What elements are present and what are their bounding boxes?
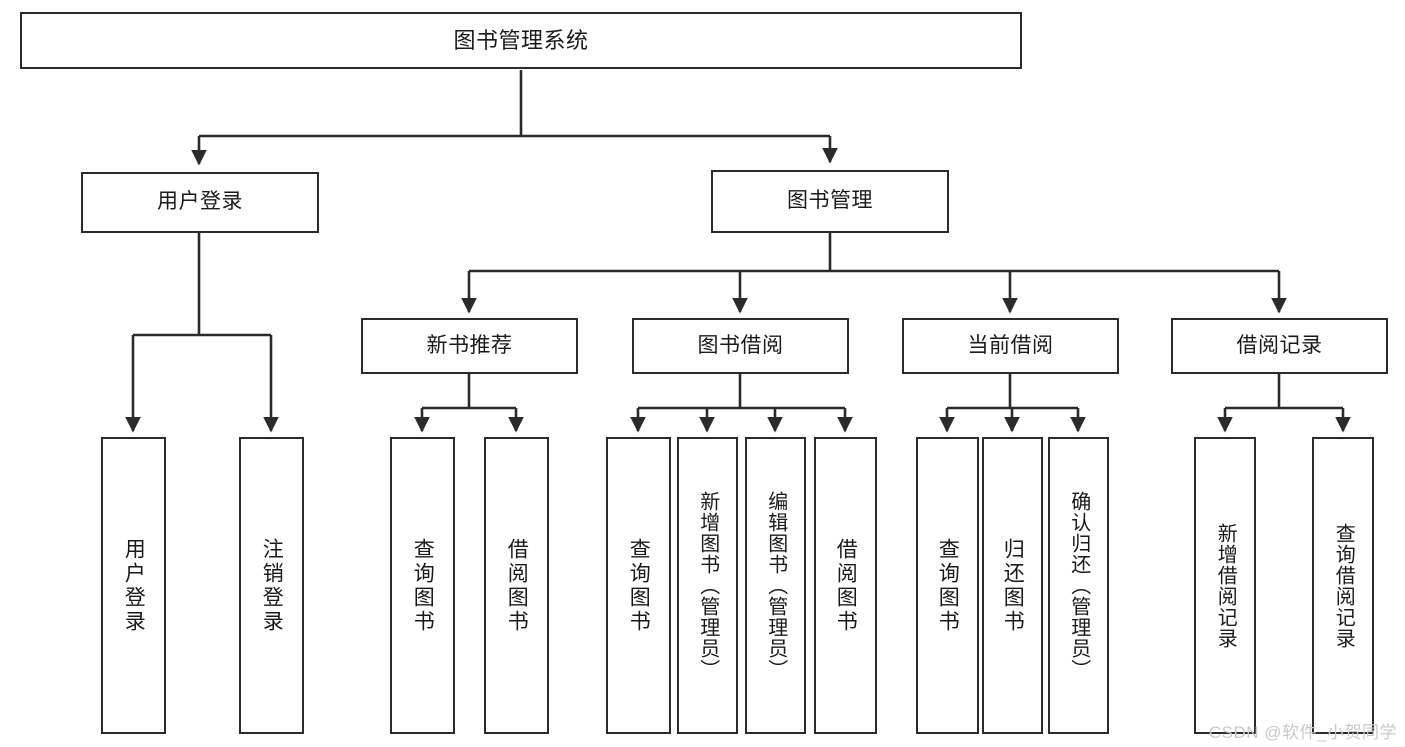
node-book-management[interactable]: 图书管理: [711, 170, 949, 233]
node-leaf-query-book-3[interactable]: 查询图书: [916, 437, 979, 734]
node-leaf-add-record-label: 新增借阅记录: [1214, 522, 1237, 649]
node-leaf-logout[interactable]: 注销登录: [239, 437, 304, 734]
node-new-book-recommend-label: 新书推荐: [426, 333, 513, 357]
node-leaf-query-book-1[interactable]: 查询图书: [390, 437, 455, 734]
node-new-book-recommend[interactable]: 新书推荐: [361, 318, 578, 374]
node-root[interactable]: 图书管理系统: [20, 12, 1022, 69]
node-leaf-logout-label: 注销登录: [260, 537, 284, 634]
node-borrow-record[interactable]: 借阅记录: [1171, 318, 1388, 374]
node-user-login-label: 用户登录: [157, 190, 243, 214]
node-borrow-record-label: 借阅记录: [1236, 333, 1323, 357]
node-current-borrow[interactable]: 当前借阅: [902, 318, 1119, 374]
node-user-login[interactable]: 用户登录: [81, 172, 319, 233]
node-leaf-add-book[interactable]: 新增图书（管理员）: [677, 437, 738, 734]
node-leaf-query-book-3-label: 查询图书: [936, 537, 960, 634]
node-leaf-query-book-2-label: 查询图书: [627, 537, 651, 634]
node-leaf-user-login-label: 用户登录: [122, 537, 146, 634]
node-leaf-user-login[interactable]: 用户登录: [101, 437, 166, 734]
node-leaf-query-record[interactable]: 查询借阅记录: [1312, 437, 1374, 734]
node-book-borrow-label: 图书借阅: [697, 333, 784, 357]
node-root-label: 图书管理系统: [453, 27, 589, 53]
node-leaf-borrow-book-1-label: 借阅图书: [505, 537, 529, 634]
node-leaf-query-book-2[interactable]: 查询图书: [606, 437, 671, 734]
node-leaf-borrow-book-2[interactable]: 借阅图书: [814, 437, 877, 734]
node-leaf-add-book-label: 新增图书（管理员）: [696, 491, 719, 680]
node-leaf-return-book[interactable]: 归还图书: [982, 437, 1043, 734]
node-leaf-borrow-book-1[interactable]: 借阅图书: [484, 437, 549, 734]
node-current-borrow-label: 当前借阅: [967, 333, 1054, 357]
node-leaf-edit-book[interactable]: 编辑图书（管理员）: [745, 437, 806, 734]
node-book-management-label: 图书管理: [787, 189, 873, 213]
watermark: CSDN @软件_小贺同学: [1208, 723, 1397, 742]
node-leaf-query-record-label: 查询借阅记录: [1332, 522, 1355, 649]
node-leaf-confirm-return-label: 确认归还（管理员）: [1067, 491, 1090, 680]
node-leaf-return-book-label: 归还图书: [1001, 537, 1025, 634]
node-leaf-confirm-return[interactable]: 确认归还（管理员）: [1048, 437, 1109, 734]
node-book-borrow[interactable]: 图书借阅: [632, 318, 849, 374]
node-leaf-borrow-book-2-label: 借阅图书: [834, 537, 858, 634]
node-leaf-add-record[interactable]: 新增借阅记录: [1194, 437, 1256, 734]
node-leaf-edit-book-label: 编辑图书（管理员）: [764, 491, 787, 680]
node-leaf-query-book-1-label: 查询图书: [411, 537, 435, 634]
